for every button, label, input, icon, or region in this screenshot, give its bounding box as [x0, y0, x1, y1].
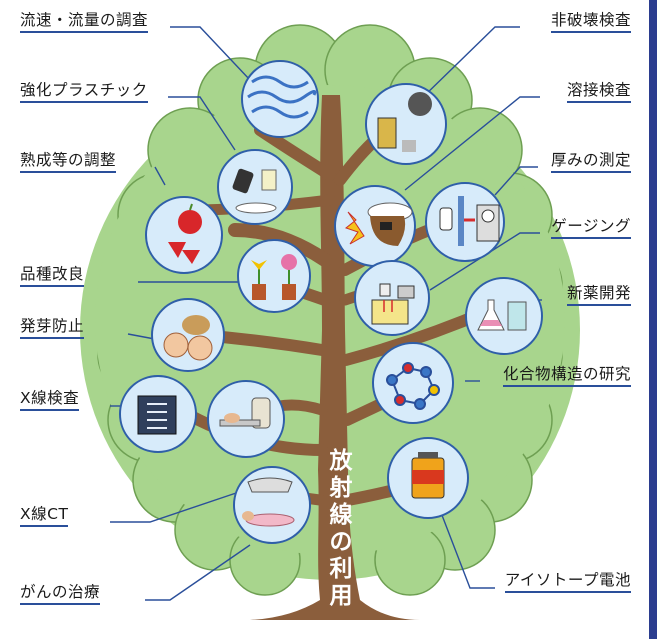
- label-welding-inspection: 溶接検査: [566, 81, 632, 103]
- label-breed-improvement: 品種改良: [20, 265, 85, 287]
- welding-helmet-icon: [344, 202, 413, 246]
- circle-ripening: [145, 196, 223, 274]
- diagram-title: 放射線の利用: [324, 448, 358, 610]
- right-border: [649, 0, 657, 639]
- battery-icon: [411, 452, 445, 499]
- circle-compound: [372, 342, 454, 424]
- circle-ct: [207, 380, 285, 458]
- inspection-equipment-icon: [377, 92, 432, 152]
- label-gauging: ゲージング: [551, 217, 631, 239]
- title-char: の: [329, 529, 353, 555]
- circle-sprout: [151, 298, 225, 372]
- label-compound-structure-research: 化合物構造の研究: [502, 365, 632, 387]
- title-char: 放: [329, 448, 353, 474]
- title-char: 利: [329, 556, 353, 582]
- label-flow-survey: 流速・流量の調査: [20, 11, 149, 33]
- label-ripening-control: 熟成等の調整: [20, 151, 117, 173]
- circle-icons: [137, 75, 527, 527]
- circle-new-drug: [465, 277, 543, 355]
- gauge-device-icon: [371, 283, 415, 325]
- radiation-therapy-icon: [242, 477, 295, 527]
- phone-plate-icon: [232, 168, 277, 214]
- circle-breeding: [237, 239, 311, 313]
- label-new-drug-development: 新薬開発: [566, 284, 632, 306]
- apple-strawberry-icon: [168, 203, 202, 264]
- label-nondestructive-inspection: 非破壊検査: [550, 11, 632, 33]
- trunk: [250, 95, 420, 620]
- flask-icon: [477, 299, 527, 331]
- tulip-icon: [251, 254, 297, 300]
- title-char: 射: [329, 475, 353, 501]
- thickness-meter-icon: [439, 196, 500, 246]
- label-xray-ct: X線CT: [20, 505, 69, 527]
- molecule-icon: [386, 362, 440, 410]
- title-char: 線: [329, 502, 353, 528]
- title-char: 用: [329, 583, 353, 609]
- xray-film-icon: [137, 395, 177, 435]
- label-sprout-prevention: 発芽防止: [20, 317, 85, 339]
- label-isotope-battery: アイソトープ電池: [504, 571, 632, 593]
- label-thickness-measurement: 厚みの測定: [550, 151, 632, 173]
- label-xray-inspection: X線検査: [20, 389, 80, 411]
- water-flow-icon: [247, 75, 317, 119]
- label-reinforced-plastic: 強化プラスチック: [20, 81, 148, 103]
- potato-onion-icon: [163, 315, 213, 361]
- ct-scanner-icon: [219, 397, 271, 429]
- label-cancer-treatment: がんの治療: [20, 583, 101, 605]
